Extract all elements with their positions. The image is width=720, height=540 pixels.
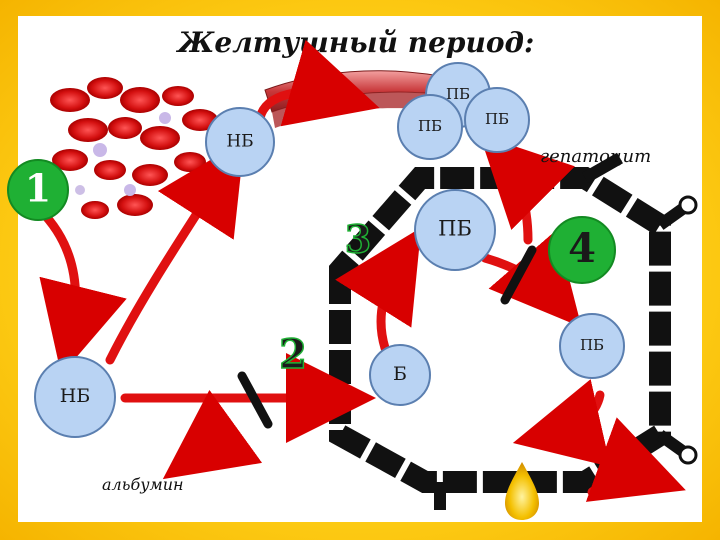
arrow-out-bottom-right <box>585 417 686 502</box>
arrow-hepatocyte-up <box>479 134 575 245</box>
svg-text:ПБ: ПБ <box>438 217 472 241</box>
number-4-badge: 4 <box>548 216 616 284</box>
red-blood-cells-image <box>50 77 218 219</box>
block-bar-2 <box>237 371 273 429</box>
title: Желтушный период: <box>176 26 535 59</box>
bile-drop-icon <box>505 462 539 520</box>
svg-text:4: 4 <box>568 225 596 272</box>
arrow-pb-to-pbright <box>480 229 582 328</box>
svg-text:ПБ: ПБ <box>446 85 470 103</box>
arrow-nb-up <box>105 139 245 365</box>
albumin-label: альбумин <box>102 475 184 494</box>
arrow-1-down <box>35 205 127 375</box>
svg-text:1: 1 <box>25 166 51 211</box>
arrow-pbright-down <box>512 379 611 467</box>
node-nb-bottom: НБ <box>34 356 116 438</box>
svg-text:ПБ: ПБ <box>418 117 442 135</box>
block-bar-4 <box>500 245 537 305</box>
svg-text:НБ: НБ <box>60 385 91 407</box>
nodes-layer: ПБ ПБ ПБ НБ НБ ПБ <box>34 62 625 438</box>
arrows-layer <box>35 39 686 502</box>
svg-text:ПБ: ПБ <box>580 336 604 354</box>
node-pb-top-left: ПБ <box>397 94 463 160</box>
svg-text:НБ: НБ <box>226 132 253 152</box>
node-pb-right: ПБ <box>559 313 625 379</box>
block-bars <box>237 245 537 429</box>
node-b-center: Б <box>369 344 431 406</box>
node-pb-top-right: ПБ <box>464 87 530 153</box>
svg-text:Б: Б <box>393 363 407 385</box>
hepatocyte-cell <box>329 152 698 510</box>
number-2: 2 <box>279 331 307 378</box>
arrow-b-to-pb <box>335 227 422 353</box>
number-3: 3 <box>345 217 371 262</box>
node-nb-top: НБ <box>205 107 275 177</box>
node-pb-middle: ПБ <box>414 189 496 271</box>
arrow-to-albumin <box>162 389 263 480</box>
number-1-badge: 1 <box>7 159 69 221</box>
svg-text:ПБ: ПБ <box>485 110 509 128</box>
arrow-to-vessel <box>255 39 380 127</box>
hepatocyte-label: гепатоцит <box>540 146 651 167</box>
